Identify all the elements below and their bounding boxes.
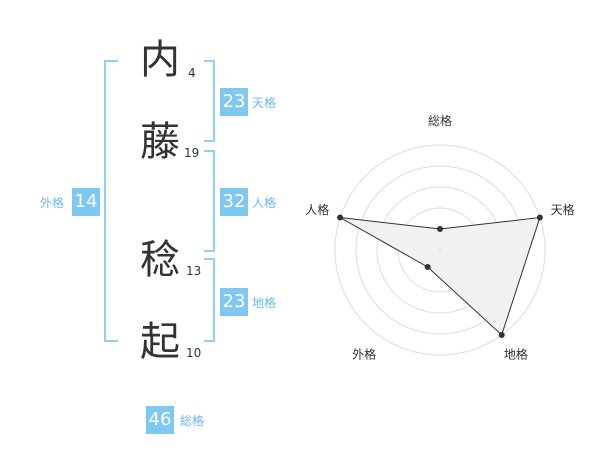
name-char-4: 起 — [140, 319, 180, 365]
radar-axis-label-4: 人格 — [305, 202, 329, 217]
tenkaku-label: 天格 — [252, 96, 277, 110]
gaikaku-label: 外格 — [40, 196, 65, 210]
name-char-3: 稔 — [140, 237, 180, 283]
chikaku-value: 23 — [220, 288, 248, 316]
stroke-count-4: 10 — [186, 346, 202, 360]
radar-axis-label-0: 総格 — [428, 113, 452, 128]
stroke-count-3: 13 — [186, 264, 202, 278]
radar-axis-label-1: 天格 — [551, 202, 575, 217]
radar-point-0 — [437, 226, 443, 232]
tenkaku-value: 23 — [220, 88, 248, 116]
radar-point-4 — [337, 214, 344, 221]
radar-point-3 — [424, 263, 431, 270]
radar-series-polygon — [339, 216, 541, 336]
jinkaku-label: 人格 — [252, 196, 277, 210]
chikaku-label: 地格 — [252, 296, 277, 310]
radar-axis-label-2: 地格 — [504, 346, 528, 361]
tenkaku-bracket — [204, 60, 215, 142]
gaikaku-value: 14 — [72, 188, 100, 216]
radar-point-2 — [498, 331, 505, 338]
stroke-count-2: 19 — [184, 146, 200, 160]
name-char-1: 内 — [140, 37, 180, 83]
gaikaku-bracket — [104, 60, 118, 342]
jinkaku-bracket — [204, 150, 215, 252]
radar-axis-label-3: 外格 — [352, 346, 376, 361]
chikaku-bracket — [204, 258, 215, 342]
soukaku-value: 46 — [146, 406, 174, 434]
radar-ring-5 — [334, 144, 546, 356]
soukaku-label: 総格 — [180, 414, 205, 428]
radar-point-1 — [536, 214, 543, 221]
jinkaku-value: 32 — [220, 188, 248, 216]
name-char-2: 藤 — [140, 119, 180, 165]
stroke-count-1: 4 — [188, 66, 196, 80]
